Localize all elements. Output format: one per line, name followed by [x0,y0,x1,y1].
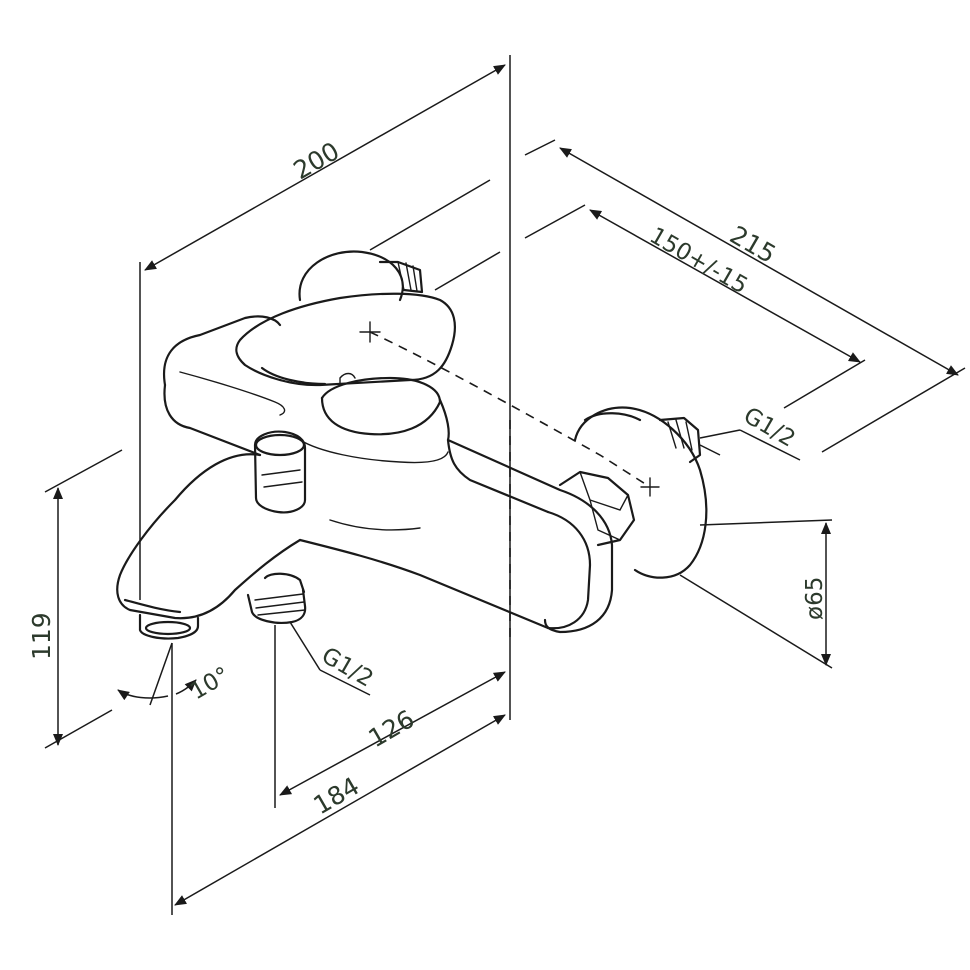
dim-200-label: 200 [289,136,345,185]
dimension-lines [44,55,966,915]
dim-d65-label: ø65 [802,577,828,620]
dim-215-label: 215 [725,220,781,269]
angle-10-label: 10° [186,662,234,705]
faucet-body [116,250,708,640]
hidden-axis-line [369,331,651,488]
dim-119-label: 119 [27,612,56,660]
thread-bottom-label: G1/2 [317,643,377,693]
dim-126-label: 126 [364,704,420,753]
